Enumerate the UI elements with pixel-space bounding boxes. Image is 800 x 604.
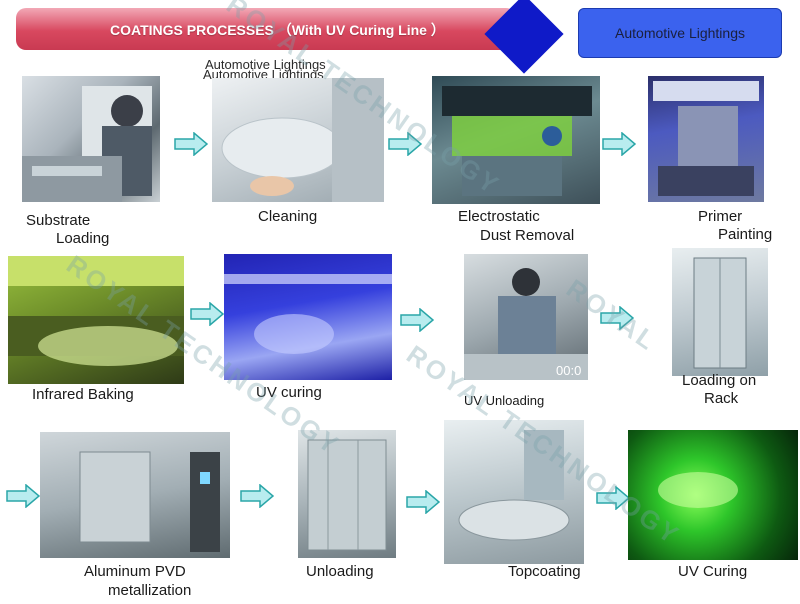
label-uv-curing-2: UV Curing bbox=[678, 563, 748, 580]
photo-electrostatic bbox=[432, 76, 600, 204]
header-banner bbox=[16, 8, 516, 50]
arrow-right-icon bbox=[190, 302, 224, 326]
arrow-right-icon bbox=[600, 306, 634, 330]
photo-cleaning bbox=[212, 78, 384, 202]
arrow-right-icon bbox=[6, 484, 40, 508]
photo-substrate-loading bbox=[22, 76, 160, 202]
label-rack: Rack bbox=[704, 390, 739, 407]
label-electrostatic: Electrostatic bbox=[458, 208, 540, 225]
arrow-right-icon bbox=[596, 486, 630, 510]
label-uv-curing: UV curing bbox=[256, 384, 322, 401]
page-title: COATINGS PROCESSES （With UV Curing Line … bbox=[110, 22, 445, 38]
photo-primer bbox=[648, 76, 764, 202]
photo-uv-curing-1 bbox=[224, 254, 392, 380]
label-painting: Painting bbox=[718, 226, 773, 243]
label-dust-removal: Dust Removal bbox=[480, 227, 575, 244]
photo-aluminum-pvd bbox=[40, 432, 230, 558]
arrow-right-icon bbox=[602, 132, 636, 156]
photo-unloading bbox=[298, 430, 396, 558]
label-primer: Primer bbox=[698, 208, 743, 225]
photo-uv-unloading: 00:0 bbox=[464, 254, 588, 380]
label-loading: Loading bbox=[56, 230, 110, 247]
label-unloading: Unloading bbox=[306, 563, 374, 580]
label-substrate: Substrate bbox=[26, 212, 91, 229]
label-loading-on: Loading on bbox=[682, 372, 757, 389]
arrow-right-icon bbox=[240, 484, 274, 508]
arrow-right-icon bbox=[174, 132, 208, 156]
photo-infrared-baking bbox=[8, 256, 184, 384]
photo-loading-rack bbox=[672, 248, 768, 376]
arrow-right-icon bbox=[388, 132, 422, 156]
label-topcoating: Topcoating bbox=[508, 563, 581, 580]
arrow-right-icon bbox=[406, 490, 440, 514]
photo-uv-curing-2 bbox=[628, 430, 798, 560]
ghost-text-1: Automotive Lightings bbox=[205, 57, 326, 72]
label-uv-unloading: UV Unloading bbox=[464, 393, 545, 408]
photo-topcoating bbox=[444, 420, 584, 564]
label-infrared: Infrared Baking bbox=[32, 386, 134, 403]
label-aluminum-pvd: Aluminum PVD bbox=[84, 563, 186, 580]
label-cleaning: Cleaning bbox=[258, 208, 318, 225]
ghost-text-2: Automotive Lightings bbox=[203, 67, 324, 82]
label-metallization: metallization bbox=[108, 582, 192, 599]
arrow-right-icon bbox=[400, 308, 434, 332]
category-badge: Automotive Lightings bbox=[578, 8, 782, 58]
video-timestamp: 00:0 bbox=[556, 363, 582, 378]
